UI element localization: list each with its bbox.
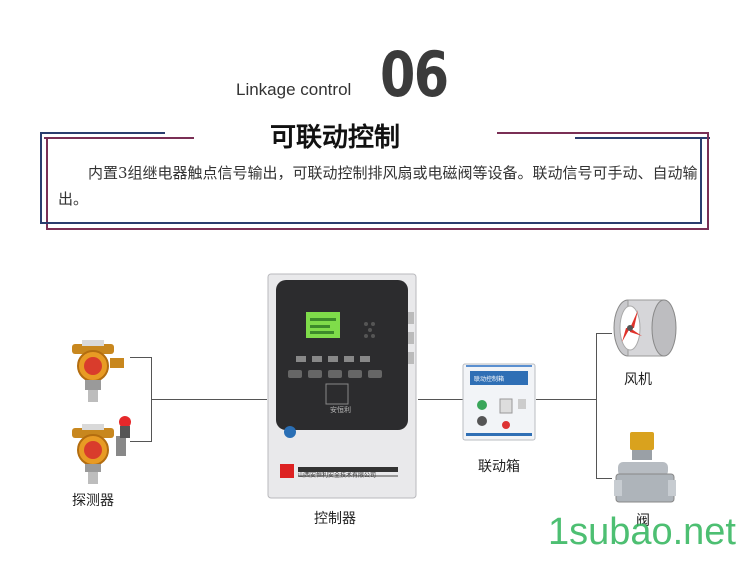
- controller-brand-text: 安恒利: [330, 406, 351, 414]
- frame-line-bottom-maroon: [46, 228, 709, 230]
- frame-line-right-outer: [707, 132, 709, 228]
- wire-detector1: [130, 357, 152, 358]
- wire-detector2: [130, 441, 152, 442]
- feature-description: 内置3组继电器触点信号输出，可联动控制排风扇或电磁阀等设备。联动信号可手动、自动…: [58, 164, 698, 208]
- section-title: 可联动控制: [269, 123, 400, 153]
- site-watermark: 1subao.net: [547, 511, 736, 553]
- wire-linkbox-trunk: [596, 333, 597, 479]
- detector-label: 探测器: [72, 493, 114, 509]
- fan-label: 风机: [624, 372, 652, 388]
- controller-company-text: 山西安恒利安全技术有限公司: [298, 472, 377, 479]
- frame-line-top-right-navy: [575, 137, 710, 139]
- gas-controller-icon: [267, 273, 417, 499]
- linkbox-panel-text: 联动控制箱: [474, 376, 505, 383]
- frame-line-top-left-maroon: [44, 137, 194, 139]
- wire-linkbox-out: [536, 399, 596, 400]
- wire-detector-to-controller: [151, 399, 267, 400]
- wire-to-valve: [596, 478, 612, 479]
- frame-line-left-outer: [40, 132, 42, 222]
- frame-line-left-inner: [46, 137, 48, 230]
- controller-label: 控制器: [314, 511, 356, 527]
- frame-line-top-right-maroon: [497, 132, 707, 134]
- gas-detector-icon: [72, 340, 124, 402]
- wire-to-fan: [596, 333, 612, 334]
- solenoid-valve-icon: [614, 432, 676, 503]
- frame-line-top-left-navy: [40, 132, 165, 134]
- wire-controller-to-linkbox: [418, 399, 463, 400]
- section-number: 06: [380, 38, 449, 111]
- valve-label: 阀: [636, 513, 650, 529]
- frame-line-bottom-navy: [40, 222, 702, 224]
- linkage-box-icon: [462, 363, 536, 441]
- frame-line-right-inner: [700, 137, 702, 223]
- section-eyebrow: Linkage control: [236, 80, 352, 99]
- axial-fan-icon: [613, 299, 677, 357]
- linkbox-label: 联动箱: [478, 459, 520, 475]
- gas-detector-alarm-icon: [72, 416, 131, 484]
